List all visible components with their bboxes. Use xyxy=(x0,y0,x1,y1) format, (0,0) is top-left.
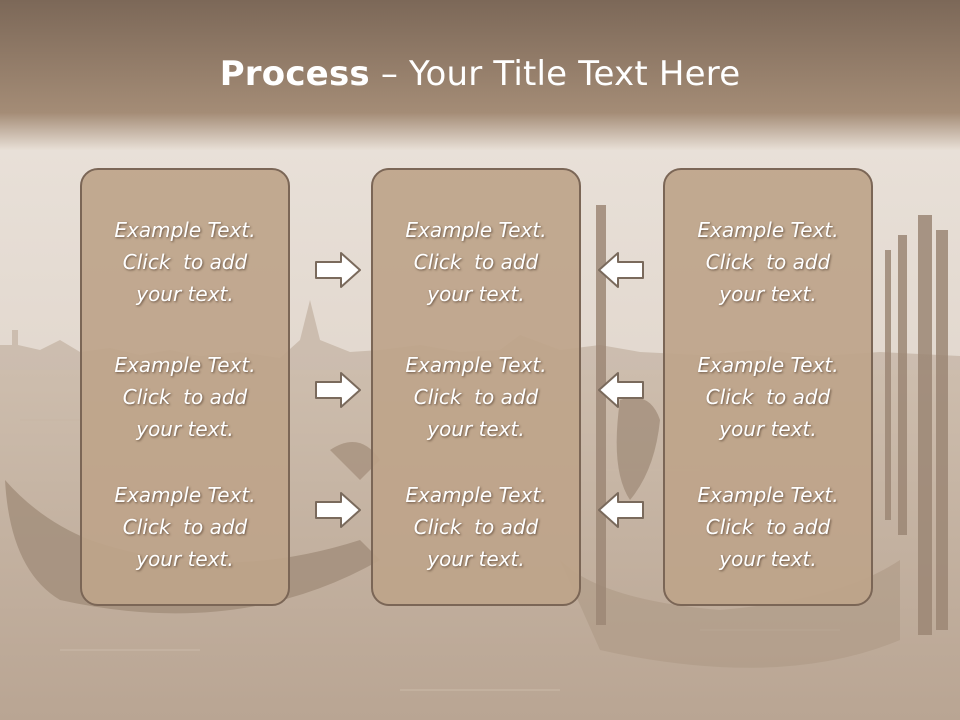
title-rest: – Your Title Text Here xyxy=(369,54,741,94)
text-block[interactable]: Example Text. Click to add your text. xyxy=(373,479,579,575)
text-block[interactable]: Example Text. Click to add your text. xyxy=(82,214,288,310)
text-line: your text. xyxy=(136,282,234,306)
text-line: Click to add xyxy=(413,385,539,409)
text-block[interactable]: Example Text. Click to add your text. xyxy=(373,349,579,445)
text-block[interactable]: Example Text. Click to add your text. xyxy=(665,349,871,445)
text-line: Example Text. xyxy=(697,218,839,242)
text-line: Click to add xyxy=(413,515,539,539)
page-title: Process – Your Title Text Here xyxy=(0,54,960,94)
text-line: your text. xyxy=(136,547,234,571)
title-bold: Process xyxy=(219,54,370,94)
text-line: your text. xyxy=(427,547,525,571)
text-line: Click to add xyxy=(122,250,248,274)
text-line: Example Text. xyxy=(114,218,256,242)
process-box-left[interactable]: Example Text. Click to add your text. Ex… xyxy=(80,168,290,606)
right-arrow-icon xyxy=(315,372,361,408)
text-line: Click to add xyxy=(705,385,831,409)
text-block[interactable]: Example Text. Click to add your text. xyxy=(82,479,288,575)
left-arrow-icon xyxy=(598,492,644,528)
left-arrow-icon xyxy=(598,372,644,408)
text-line: Example Text. xyxy=(405,483,547,507)
text-line: Click to add xyxy=(122,515,248,539)
text-line: Click to add xyxy=(413,250,539,274)
process-box-right[interactable]: Example Text. Click to add your text. Ex… xyxy=(663,168,873,606)
process-box-center[interactable]: Example Text. Click to add your text. Ex… xyxy=(371,168,581,606)
text-line: your text. xyxy=(427,282,525,306)
text-line: Example Text. xyxy=(405,353,547,377)
text-line: Example Text. xyxy=(114,483,256,507)
text-line: Click to add xyxy=(122,385,248,409)
text-line: your text. xyxy=(427,417,525,441)
text-block[interactable]: Example Text. Click to add your text. xyxy=(665,479,871,575)
text-line: Example Text. xyxy=(697,353,839,377)
text-block[interactable]: Example Text. Click to add your text. xyxy=(373,214,579,310)
text-line: Example Text. xyxy=(114,353,256,377)
text-line: your text. xyxy=(719,417,817,441)
text-line: Click to add xyxy=(705,515,831,539)
text-line: Example Text. xyxy=(405,218,547,242)
right-arrow-icon xyxy=(315,252,361,288)
right-arrow-icon xyxy=(315,492,361,528)
text-line: your text. xyxy=(719,282,817,306)
left-arrow-icon xyxy=(598,252,644,288)
text-block[interactable]: Example Text. Click to add your text. xyxy=(82,349,288,445)
text-line: Example Text. xyxy=(697,483,839,507)
text-line: your text. xyxy=(719,547,817,571)
text-block[interactable]: Example Text. Click to add your text. xyxy=(665,214,871,310)
text-line: your text. xyxy=(136,417,234,441)
text-line: Click to add xyxy=(705,250,831,274)
